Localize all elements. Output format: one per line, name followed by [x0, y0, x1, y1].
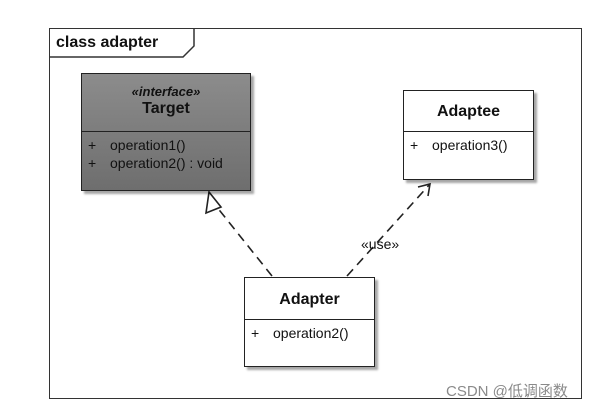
- class-adaptee-header: Adaptee: [404, 91, 533, 132]
- operation-signature: operation3(): [432, 137, 508, 153]
- dependency-line: [346, 183, 431, 277]
- operation-row: + operation2(): [251, 324, 368, 342]
- visibility-marker: +: [410, 137, 419, 153]
- watermark: CSDN @低调函数: [446, 383, 568, 400]
- use-stereotype-label: «use»: [361, 236, 400, 252]
- frame-tab: [49, 28, 195, 58]
- operation-signature: operation2() : void: [110, 155, 223, 171]
- visibility-marker: +: [251, 325, 260, 341]
- class-target-header: «interface» Target: [82, 74, 250, 132]
- operation-row: + operation3(): [410, 136, 527, 154]
- class-adapter[interactable]: Adapter + operation2(): [244, 277, 375, 367]
- class-adaptee[interactable]: Adaptee + operation3(): [403, 90, 534, 180]
- realization-line: [215, 205, 273, 277]
- realization-arrowhead: [205, 190, 223, 215]
- class-adapter-name: Adapter: [279, 291, 340, 308]
- operation-signature: operation1(): [110, 137, 186, 153]
- class-target-operations: + operation1() + operation2() : void: [82, 132, 250, 176]
- visibility-marker: +: [88, 137, 97, 153]
- operation-row: + operation1(): [88, 136, 244, 154]
- dependency-arrowhead: [417, 182, 431, 197]
- class-adapter-operations: + operation2(): [245, 320, 374, 346]
- class-adaptee-operations: + operation3(): [404, 132, 533, 158]
- diagram-frame: [49, 28, 582, 399]
- class-target-name: Target: [142, 100, 190, 117]
- class-adaptee-name: Adaptee: [436, 103, 501, 120]
- class-target-stereotype: «interface»: [131, 84, 201, 99]
- visibility-marker: +: [88, 155, 97, 171]
- operation-row: + operation2() : void: [88, 154, 244, 172]
- class-adapter-header: Adapter: [245, 278, 374, 320]
- frame-title: class adapter: [56, 34, 159, 51]
- operation-signature: operation2(): [273, 325, 349, 341]
- class-target[interactable]: «interface» Target + operation1() + operat…: [81, 73, 251, 191]
